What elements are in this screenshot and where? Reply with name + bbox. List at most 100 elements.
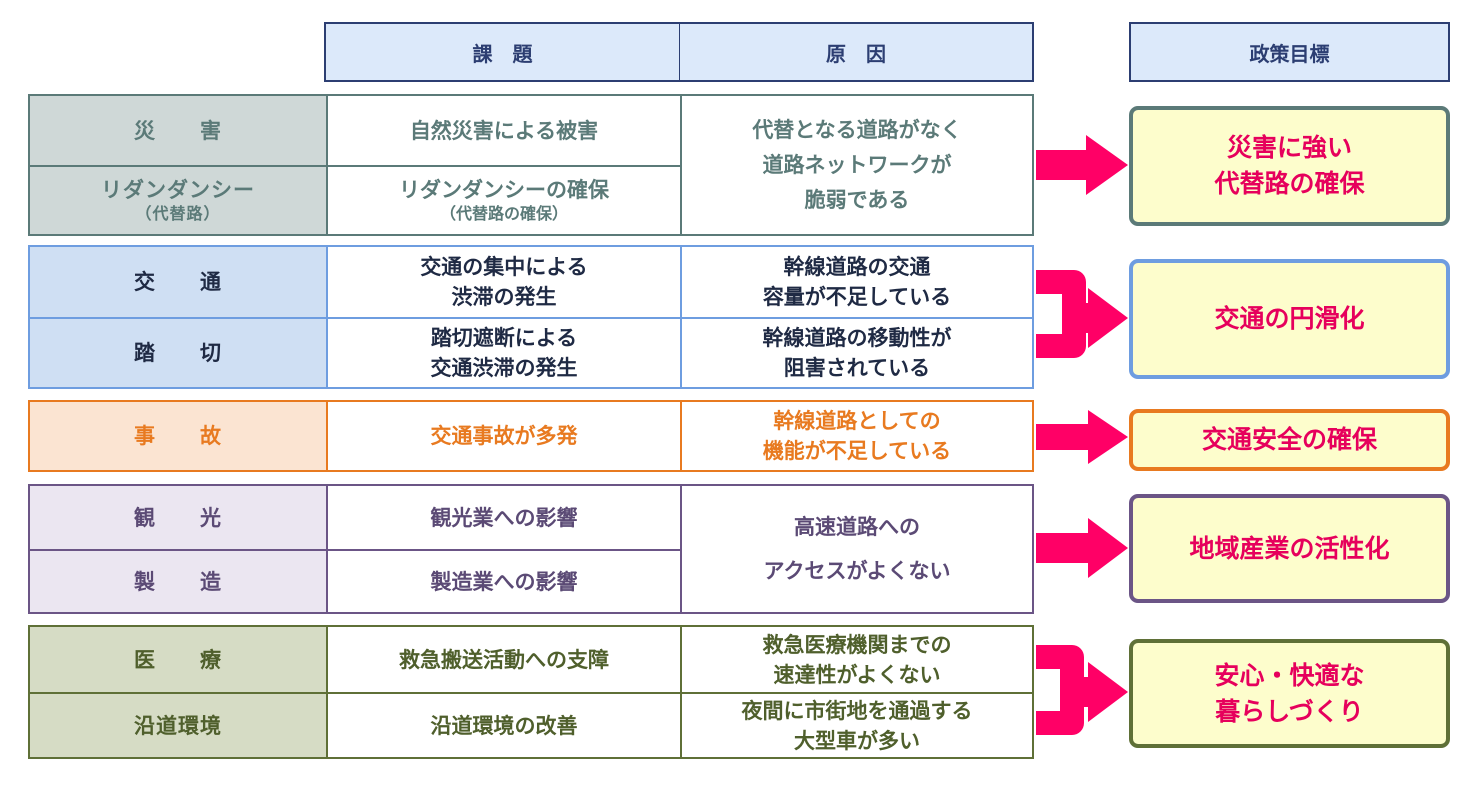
issue-roadside: 沿道環境の改善 bbox=[328, 694, 680, 757]
issue-disaster-label: 自然災害による被害 bbox=[409, 118, 599, 143]
issue-manufacturing: 製造業への影響 bbox=[328, 551, 680, 612]
category-medical: 医 療 bbox=[30, 627, 326, 692]
issue-tourism-label: 観光業への影響 bbox=[430, 505, 578, 530]
goal-disaster-line: 代替路の確保 bbox=[1214, 169, 1365, 198]
cause-traffic: 幹線道路の交通 容量が不足している bbox=[682, 247, 1032, 317]
category-manufacturing-label: 製 造 bbox=[134, 569, 222, 594]
category-tourism: 観 光 bbox=[30, 486, 326, 549]
category-manufacturing: 製 造 bbox=[30, 551, 326, 612]
group-accident: 事 故 交通事故が多発 幹線道路としての 機能が不足している bbox=[28, 400, 1034, 472]
category-redundancy-note: （代替路） bbox=[135, 203, 221, 223]
group-tourism: 観 光 製 造 観光業への影響 製造業への影響 高速道路への アクセスがよくない bbox=[28, 484, 1034, 614]
cause-accident-line: 幹線道路としての bbox=[773, 409, 941, 433]
issue-crossing-line: 交通渋滞の発生 bbox=[430, 356, 578, 380]
goal-medical: 安心・快適な 暮らしづくり bbox=[1129, 639, 1450, 748]
divider bbox=[30, 549, 680, 551]
goal-traffic: 交通の円滑化 bbox=[1129, 259, 1450, 379]
category-disaster: 災 害 bbox=[30, 96, 326, 165]
category-redundancy: リダンダンシー （代替路） bbox=[30, 167, 326, 234]
header-issue: 課 題 bbox=[324, 22, 680, 82]
issue-accident: 交通事故が多発 bbox=[328, 402, 680, 470]
divider bbox=[326, 402, 328, 470]
issue-redundancy-note: （代替路の確保） bbox=[439, 203, 568, 223]
cause-crossing-line: 阻害されている bbox=[783, 356, 931, 380]
arrow-disaster bbox=[1036, 135, 1128, 195]
category-roadside: 沿道環境 bbox=[30, 694, 326, 757]
goal-tourism-line: 地域産業の活性化 bbox=[1189, 533, 1390, 563]
issue-disaster: 自然災害による被害 bbox=[328, 96, 680, 165]
issue-medical: 救急搬送活動への支障 bbox=[328, 627, 680, 692]
divider bbox=[680, 402, 682, 470]
header-goal: 政策目標 bbox=[1129, 22, 1450, 82]
goal-traffic-line: 交通の円滑化 bbox=[1214, 304, 1365, 333]
arrow-accident bbox=[1036, 410, 1128, 464]
cause-disaster-line: 代替となる道路がなく bbox=[752, 117, 962, 142]
category-traffic-label: 交 通 bbox=[134, 270, 222, 294]
issue-accident-label: 交通事故が多発 bbox=[430, 424, 578, 448]
divider bbox=[30, 317, 1032, 319]
category-crossing: 踏 切 bbox=[30, 319, 326, 387]
arrow-tourism bbox=[1036, 518, 1128, 578]
divider bbox=[30, 692, 1032, 694]
cause-roadside: 夜間に市街地を通過する 大型車が多い bbox=[682, 694, 1032, 757]
group-disaster: 災 害 リダンダンシー （代替路） 自然災害による被害 リダンダンシーの確保 （… bbox=[28, 94, 1034, 236]
goal-accident-line: 交通安全の確保 bbox=[1201, 425, 1377, 454]
cause-medical-line: 救急医療機関までの bbox=[762, 632, 952, 657]
issue-manufacturing-label: 製造業への影響 bbox=[430, 569, 578, 594]
group-medical: 医 療 沿道環境 救急搬送活動への支障 沿道環境の改善 救急医療機関までの 速達… bbox=[28, 625, 1034, 759]
arrow-medical bbox=[1072, 662, 1128, 722]
cause-crossing: 幹線道路の移動性が 阻害されている bbox=[682, 319, 1032, 387]
issue-redundancy-label: リダンダンシーの確保 bbox=[399, 177, 609, 202]
goal-disaster: 災害に強い 代替路の確保 bbox=[1129, 106, 1450, 226]
category-disaster-label: 災 害 bbox=[134, 118, 222, 143]
issue-tourism: 観光業への影響 bbox=[328, 486, 680, 549]
header-cause: 原 因 bbox=[679, 22, 1034, 82]
cause-tourism-line: 高速道路への bbox=[794, 515, 920, 539]
goal-disaster-line: 災害に強い bbox=[1226, 133, 1352, 162]
goal-medical-line: 安心・快適な bbox=[1214, 660, 1365, 690]
issue-traffic-line: 渋滞の発生 bbox=[451, 285, 557, 309]
category-accident-label: 事 故 bbox=[134, 424, 222, 448]
category-traffic: 交 通 bbox=[30, 247, 326, 317]
cause-tourism-line: アクセスがよくない bbox=[763, 559, 951, 583]
header-goal-label: 政策目標 bbox=[1249, 41, 1330, 66]
issue-traffic: 交通の集中による 渋滞の発生 bbox=[328, 247, 680, 317]
divider bbox=[30, 165, 680, 167]
bracket-arrow-medical bbox=[1036, 645, 1084, 735]
header-cause-label: 原 因 bbox=[826, 41, 886, 66]
issue-redundancy: リダンダンシーの確保 （代替路の確保） bbox=[328, 167, 680, 234]
category-accident: 事 故 bbox=[30, 402, 326, 470]
bracket-arrow-traffic bbox=[1036, 270, 1086, 358]
goal-tourism: 地域産業の活性化 bbox=[1129, 494, 1450, 603]
cause-medical: 救急医療機関までの 速達性がよくない bbox=[682, 627, 1032, 692]
category-crossing-label: 踏 切 bbox=[134, 341, 222, 365]
arrow-traffic bbox=[1074, 288, 1128, 348]
divider bbox=[680, 486, 682, 612]
issue-medical-label: 救急搬送活動への支障 bbox=[399, 647, 609, 672]
cause-disaster-line: 脆弱である bbox=[804, 187, 910, 212]
cause-traffic-line: 容量が不足している bbox=[762, 285, 952, 309]
divider bbox=[680, 96, 682, 234]
goal-medical-line: 暮らしづくり bbox=[1215, 696, 1364, 726]
cause-tourism: 高速道路への アクセスがよくない bbox=[682, 486, 1032, 612]
issue-traffic-line: 交通の集中による bbox=[420, 255, 588, 279]
cause-crossing-line: 幹線道路の移動性が bbox=[762, 326, 952, 350]
cause-disaster: 代替となる道路がなく 道路ネットワークが 脆弱である bbox=[682, 96, 1032, 234]
goal-accident: 交通安全の確保 bbox=[1129, 409, 1450, 471]
cause-roadside-line: 大型車が多い bbox=[794, 728, 920, 753]
category-redundancy-label: リダンダンシー bbox=[101, 177, 255, 202]
cause-medical-line: 速達性がよくない bbox=[773, 662, 941, 687]
cause-accident: 幹線道路としての 機能が不足している bbox=[682, 402, 1032, 470]
group-traffic: 交 通 踏 切 交通の集中による 渋滞の発生 踏切遮断による 交通渋滞の発生 幹… bbox=[28, 245, 1034, 389]
cause-accident-line: 機能が不足している bbox=[762, 439, 952, 463]
cause-traffic-line: 幹線道路の交通 bbox=[783, 255, 931, 279]
category-medical-label: 医 療 bbox=[134, 647, 222, 672]
issue-crossing: 踏切遮断による 交通渋滞の発生 bbox=[328, 319, 680, 387]
category-tourism-label: 観 光 bbox=[134, 505, 222, 530]
cause-roadside-line: 夜間に市街地を通過する bbox=[741, 698, 973, 723]
issue-roadside-label: 沿道環境の改善 bbox=[430, 713, 578, 738]
header-issue-label: 課 題 bbox=[472, 41, 533, 66]
issue-crossing-line: 踏切遮断による bbox=[430, 326, 578, 350]
cause-disaster-line: 道路ネットワークが bbox=[762, 152, 952, 177]
